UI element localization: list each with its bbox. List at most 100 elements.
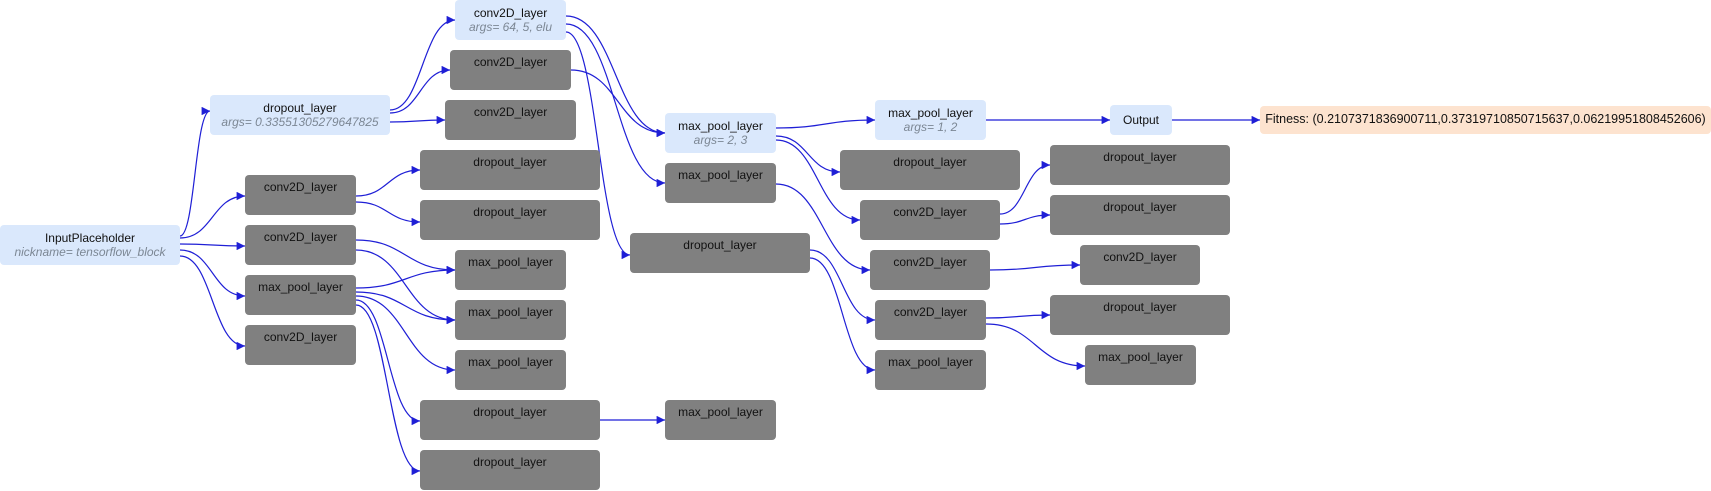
node-label: dropout_layer [683,238,757,252]
node-dropout-layer: dropout_layer args= 0.33551305279647825 [210,95,390,135]
node-conv2d-layer: conv2D_layer [245,325,356,365]
node-label: conv2D_layer [263,330,338,344]
node-label: max_pool_layer [258,280,343,294]
edge-connector [355,265,456,289]
edge-connector [355,291,456,325]
node-label: Fitness: (0.2107371836900711,0.373197108… [1265,112,1706,126]
edge-connector [985,323,1086,371]
node-label: dropout_layer [473,155,547,169]
edge-connector [985,310,1051,320]
edge-connector [355,295,456,375]
edge-connector [389,65,451,114]
edge-connector [355,299,421,426]
node-conv2d-layer: conv2D_layer [445,100,576,140]
edge-connector [775,183,871,275]
edge-connector [989,260,1081,271]
node-max-pool-layer: max_pool_layer args= 2, 3 [665,113,776,153]
edge-connector [565,23,666,188]
node-label: max_pool_layer [678,168,763,182]
node-max-pool-layer: max_pool_layer [455,250,566,290]
edge-connector [179,106,211,237]
node-label: max_pool_layer [468,305,553,319]
node-args: nickname= tensorflow_block [14,245,166,259]
node-max-pool-layer: max_pool_layer [1085,345,1196,385]
node-dropout-layer: dropout_layer [420,150,600,190]
node-max-pool-layer: max_pool_layer [455,300,566,340]
node-label: conv2D_layer [1103,250,1177,264]
node-dropout-layer: dropout_layer [630,233,810,273]
node-label: conv2D_layer [893,305,968,319]
node-label: conv2D_layer [263,180,338,194]
node-label: max_pool_layer [468,255,553,269]
node-conv2d-layer: conv2D_layer [450,50,571,90]
edge-connector [355,249,456,325]
node-label: conv2D_layer [893,255,967,269]
edge-connector [999,160,1051,215]
node-conv2d-layer: conv2D_layer [875,300,986,340]
node-max-pool-layer: max_pool_layer [665,400,776,440]
edge-connector [179,241,246,251]
node-label: conv2D_layer [473,55,548,69]
node-label: conv2D_layer [263,230,338,244]
edge-connector [355,239,456,275]
node-label: max_pool_layer [678,405,763,419]
node-args: args= 2, 3 [693,133,748,147]
node-label: max_pool_layer [1098,350,1183,364]
node-label: dropout_layer [263,101,337,115]
node-input-placeholder: InputPlaceholder nickname= tensorflow_bl… [0,225,180,265]
node-label: max_pool_layer [468,355,553,369]
node-label: max_pool_layer [678,119,763,133]
edge-connector [565,15,666,138]
node-args: args= 0.33551305279647825 [221,115,379,129]
node-label: dropout_layer [473,405,547,419]
edge-connector [355,165,421,197]
node-conv2d-layer: conv2D_layer [860,200,1000,240]
edge-connector [999,210,1051,225]
edge-connector [775,135,841,177]
node-max-pool-layer: max_pool_layer [245,275,356,315]
node-fitness: Fitness: (0.2107371836900711,0.373197108… [1260,106,1711,134]
edge-connector [179,255,246,351]
node-label: conv2D_layer [473,6,548,20]
node-label: max_pool_layer [888,106,973,120]
edge-connector [389,115,446,125]
node-conv2d-layer: conv2D_layer [1080,245,1200,285]
edge-connector [809,249,876,325]
node-dropout-layer: dropout_layer [1050,195,1230,235]
edge-connector [775,115,876,129]
node-dropout-layer: dropout_layer [420,400,600,440]
node-conv2d-layer: conv2D_layer [245,175,356,215]
node-label: dropout_layer [1103,200,1177,214]
node-max-pool-layer: max_pool_layer [665,163,776,203]
edge-connector [355,201,421,227]
node-conv2d-layer: conv2D_layer [245,225,356,265]
node-dropout-layer: dropout_layer [1050,145,1230,185]
node-label: dropout_layer [1103,150,1177,164]
edge-connector [565,31,631,260]
node-label: dropout_layer [893,155,967,169]
edge-connector [355,304,421,476]
node-conv2d-layer: conv2D_layer args= 64, 5, elu [455,0,566,40]
edge-connector [570,69,666,138]
node-max-pool-layer: max_pool_layer args= 1, 2 [875,100,986,140]
node-label: dropout_layer [473,455,547,469]
node-dropout-layer: dropout_layer [420,200,600,240]
edge-connector [179,249,246,301]
node-dropout-layer: dropout_layer [420,450,600,490]
edge-connector [389,15,456,111]
edge-connector [775,139,861,225]
node-max-pool-layer: max_pool_layer [875,350,986,390]
node-args: args= 1, 2 [903,120,958,134]
edge-connector [179,191,246,239]
node-label: dropout_layer [473,205,547,219]
node-output: Output [1110,105,1172,135]
node-conv2d-layer: conv2D_layer [870,250,990,290]
node-label: conv2D_layer [893,205,967,219]
node-label: max_pool_layer [888,355,973,369]
node-label: conv2D_layer [473,105,548,119]
node-label: dropout_layer [1103,300,1177,314]
node-label: Output [1122,113,1160,127]
node-max-pool-layer: max_pool_layer [455,350,566,390]
node-label: InputPlaceholder [44,231,136,245]
